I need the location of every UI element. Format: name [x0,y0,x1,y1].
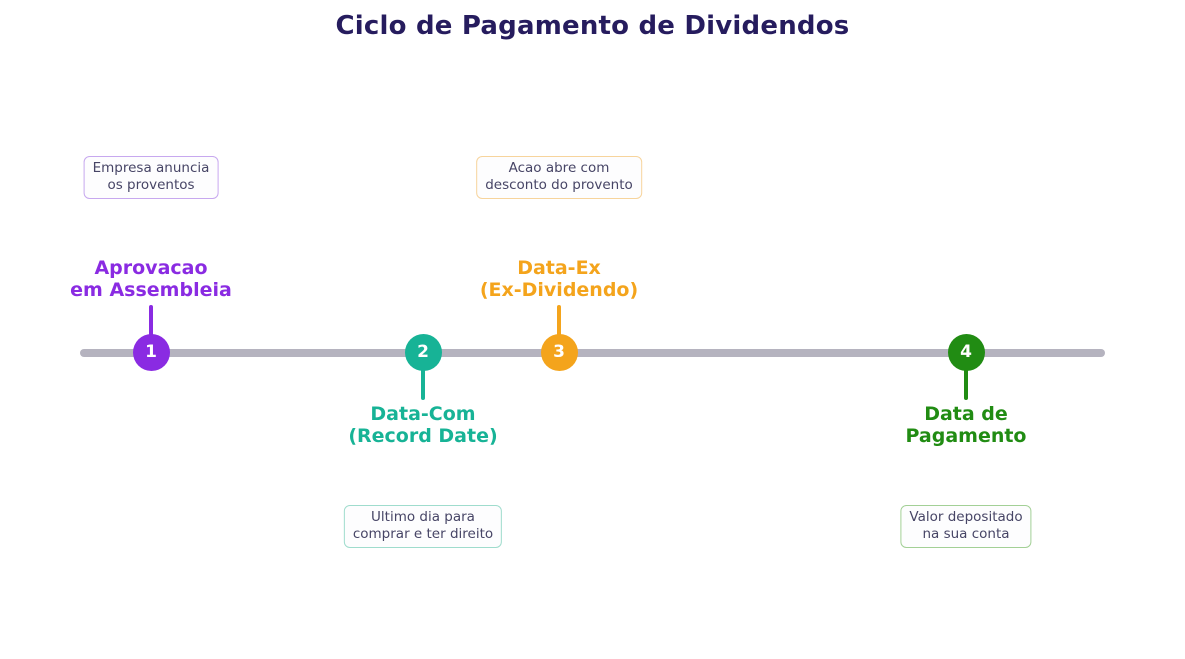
milestone-label-line: (Record Date) [348,425,498,447]
page-title: Ciclo de Pagamento de Dividendos [335,11,850,41]
note-line: Ultimo dia para [371,509,475,525]
milestone-label-line: Data de [924,403,1008,425]
note-box: Acao abre com desconto do provento [476,156,642,199]
note-line: Valor depositado [909,509,1023,525]
milestone-node-3: 3 [540,334,578,371]
milestone-label: Data-Ex (Ex-Dividendo) [429,257,689,301]
note-line: Empresa anuncia [92,160,210,176]
timeline-track [80,349,1105,357]
milestone-stem [557,305,561,339]
milestone-stem [149,305,153,339]
milestone-label-line: (Ex-Dividendo) [479,279,639,301]
milestone-label: Data-Com (Record Date) [293,403,553,447]
milestone-label-line: Data-Ex [517,257,601,279]
milestone-stem [964,366,968,400]
milestone-label: Data de Pagamento [836,403,1096,447]
note-line: na sua conta [922,526,1010,542]
milestone-node-2: 2 [404,334,442,371]
note-line: desconto do provento [485,177,633,193]
note-box: Ultimo dia para comprar e ter direito [343,505,503,548]
milestone-stem [421,366,425,400]
note-box: Valor depositado na sua conta [900,505,1032,548]
milestone-label: Aprovacao em Assembleia [21,257,281,301]
milestone-node-1: 1 [132,334,170,371]
note-box: Empresa anuncia os proventos [83,156,219,199]
note-line: comprar e ter direito [352,526,494,542]
milestone-label-line: Aprovacao [94,257,208,279]
milestone-label-line: Pagamento [905,425,1027,447]
milestone-label-line: Data-Com [370,403,476,425]
milestone-node-4: 4 [947,334,985,371]
note-line: os proventos [107,177,195,193]
note-line: Acao abre com [508,160,610,176]
milestone-label-line: em Assembleia [70,279,232,301]
